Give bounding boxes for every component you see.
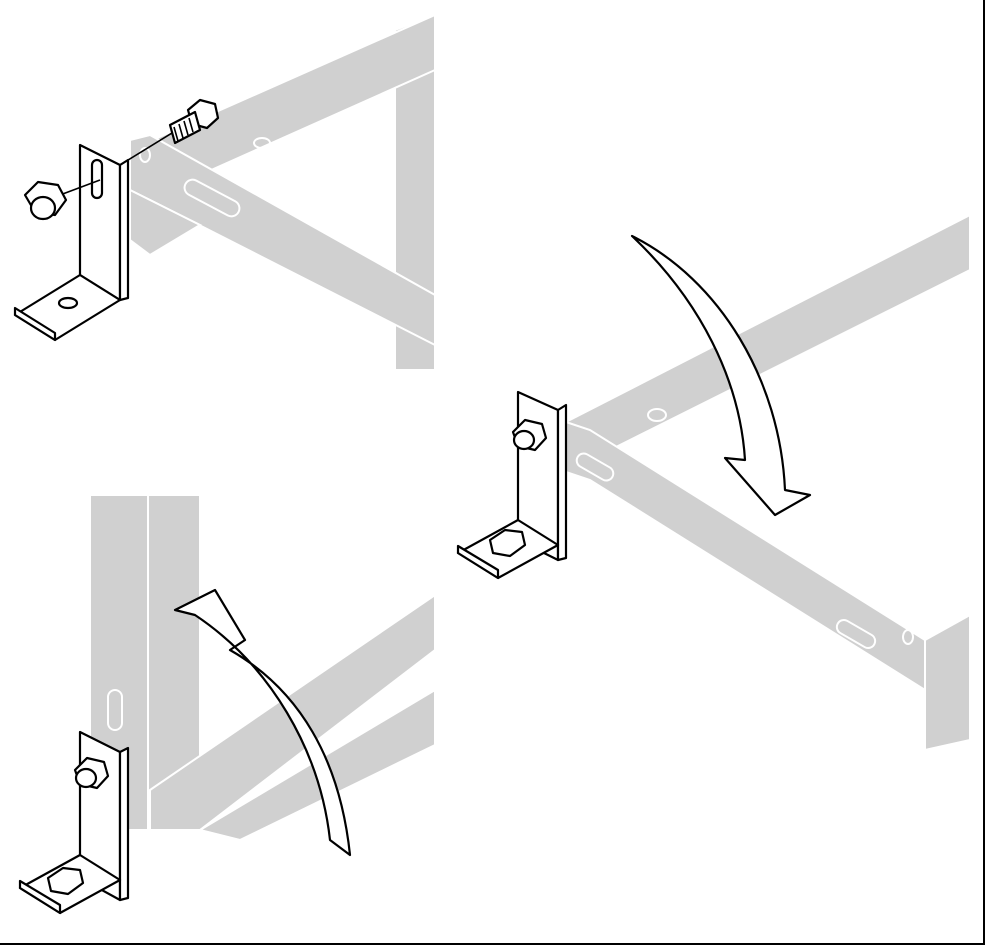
post-slot: [107, 689, 123, 731]
step-3-panel: [18, 494, 436, 915]
beam-slot: [183, 178, 241, 218]
corner-post: [924, 613, 971, 752]
bracket-icon: [456, 390, 568, 580]
rotate-arrow-icon: [630, 234, 812, 517]
bracket-icon: [18, 730, 130, 915]
nut-icon: [23, 180, 68, 221]
beam-slot: [835, 619, 877, 649]
rotate-arrow-icon: [173, 588, 352, 857]
beam-hole: [647, 408, 667, 422]
guide-line: [59, 179, 101, 196]
step-2-panel: [456, 213, 971, 752]
beam-side: [129, 188, 203, 257]
beam-hole: [253, 137, 271, 149]
beam-end-hole: [902, 629, 914, 645]
beam-slot: [575, 452, 615, 482]
bolt-icon: [168, 98, 220, 145]
beam-end-hole: [139, 147, 151, 163]
bracket-icon: [13, 143, 130, 342]
step-1-panel: [13, 13, 436, 371]
